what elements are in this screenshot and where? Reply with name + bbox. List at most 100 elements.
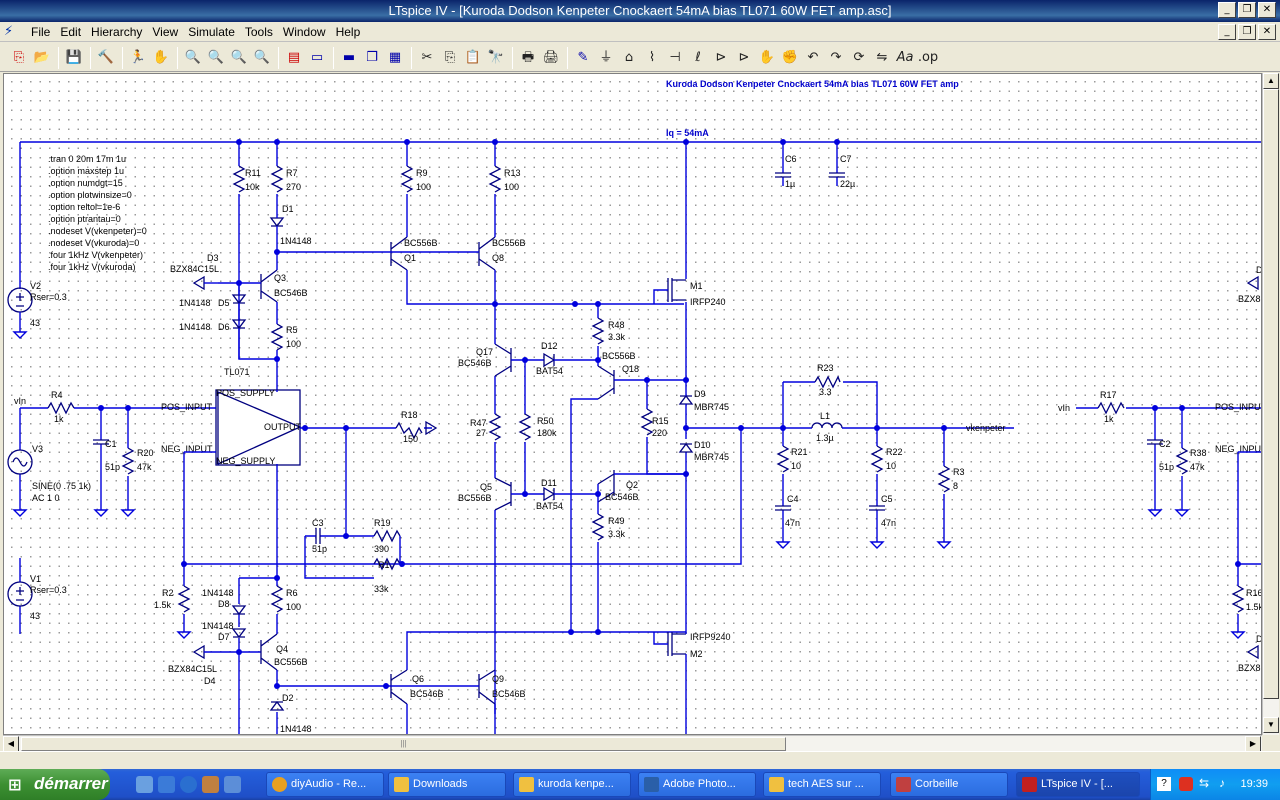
task-tech-aes[interactable]: tech AES sur ... [763, 772, 881, 797]
draw-wire-icon[interactable]: ✎ [577, 50, 589, 65]
zoom-pan-icon[interactable]: 🔍 [207, 50, 225, 65]
menu-hierarchy[interactable]: Hierarchy [91, 25, 143, 39]
tile-icon[interactable]: ▦ [388, 50, 402, 65]
ground-icon[interactable]: ⏚ [599, 50, 613, 65]
ie-icon[interactable] [180, 776, 197, 793]
volume-icon[interactable]: ♪ [1219, 776, 1225, 790]
restore-button[interactable]: ❐ [1238, 2, 1256, 18]
open-icon[interactable]: 📂 [33, 50, 51, 65]
cut-icon[interactable]: ✂ [421, 50, 433, 65]
svg-text:AC 1 0: AC 1 0 [32, 493, 60, 503]
task-ltspice[interactable]: LTspice IV - [... [1016, 772, 1140, 797]
label-net-icon[interactable]: ⌂ [624, 50, 634, 65]
svg-text:Q6: Q6 [412, 674, 424, 684]
clock[interactable]: 19:39 [1240, 778, 1268, 790]
resistor-icon[interactable]: ⌇ [648, 50, 656, 65]
run-icon[interactable]: 🏃 [129, 50, 147, 65]
task-photoshop[interactable]: Adobe Photo... [638, 772, 756, 797]
zoom-in-icon[interactable]: 🔍 [184, 50, 202, 65]
quicklaunch-more-icon[interactable] [224, 776, 241, 793]
start-button[interactable]: ⊞ démarrer [0, 769, 110, 800]
scroll-left-button[interactable]: ◀ [3, 736, 19, 752]
redo-icon[interactable]: ↷ [830, 50, 842, 65]
scroll-down-button[interactable]: ▼ [1263, 717, 1279, 733]
v3-source [7, 449, 33, 475]
text-icon[interactable]: Aa [896, 50, 914, 65]
zoom-fit-icon[interactable]: 🔍 [253, 50, 271, 65]
svg-text:100: 100 [416, 182, 431, 192]
cascade-icon[interactable]: ❐ [366, 50, 378, 65]
c7-capacitor [829, 172, 845, 178]
new-schematic-icon[interactable]: ⎘ [13, 50, 25, 65]
svg-text:1.5k: 1.5k [154, 600, 172, 610]
zoom-out-icon[interactable]: 🔍 [230, 50, 248, 65]
doc-restore-button[interactable]: ❐ [1238, 24, 1256, 40]
task-recycle-bin[interactable]: Corbeille [890, 772, 1008, 797]
minimize-button[interactable]: _ [1218, 2, 1236, 18]
mirror-icon[interactable]: ⇋ [876, 50, 888, 65]
print-setup-icon[interactable]: 🖶 [521, 50, 535, 65]
svg-text:47k: 47k [137, 462, 152, 472]
horizontal-scrollbar[interactable]: ◀ ||| ▶ [3, 735, 1262, 752]
doc-minimize-button[interactable]: _ [1218, 24, 1236, 40]
ltspice-app-icon[interactable]: ⚡ [4, 24, 14, 39]
task-diyaudio[interactable]: diyAudio - Re... [266, 772, 384, 797]
show-desktop-icon[interactable] [136, 776, 153, 793]
save-icon[interactable]: 💾 [65, 50, 83, 65]
task-downloads[interactable]: Downloads [388, 772, 506, 797]
find-icon[interactable]: 🔭 [487, 50, 505, 65]
menu-tools[interactable]: Tools [244, 25, 273, 39]
svg-text:1k: 1k [1104, 414, 1114, 424]
tl071-opamp [217, 391, 302, 466]
spice-directive-icon[interactable]: .op [917, 50, 939, 65]
schematic-canvas[interactable]: Kuroda Dodson Kenpeter Cnockaert 54mA bi… [3, 73, 1262, 735]
svg-text:100: 100 [286, 339, 301, 349]
waveform-autorange-icon[interactable]: ▤ [287, 50, 301, 65]
inductor-icon[interactable]: ℓ [695, 50, 701, 65]
menu-edit[interactable]: Edit [60, 25, 82, 39]
scroll-up-button[interactable]: ▲ [1263, 73, 1279, 89]
quicklaunch-icon[interactable] [202, 776, 219, 793]
halt-icon[interactable]: ✋ [152, 50, 170, 65]
r48-resistor [591, 317, 605, 345]
title-bar: LTspice IV - [Kuroda Dodson Kenpeter Cno… [0, 0, 1280, 22]
diode-icon[interactable]: ⊳ [715, 50, 727, 65]
c4-capacitor [775, 505, 791, 511]
q17-transistor [494, 343, 512, 377]
close-button[interactable]: ✕ [1258, 2, 1276, 18]
component-icon[interactable]: ⊳ [738, 50, 750, 65]
scroll-right-button[interactable]: ▶ [1245, 736, 1261, 752]
explorer-icon[interactable] [158, 776, 175, 793]
ltspice-icon [1022, 777, 1037, 792]
svg-text:V2: V2 [30, 281, 41, 291]
move-icon[interactable]: ✋ [758, 50, 776, 65]
network-icon[interactable]: ⇆ [1199, 776, 1210, 790]
menu-view[interactable]: View [152, 25, 179, 39]
menu-file[interactable]: File [31, 25, 51, 39]
capacitor-icon[interactable]: ⊣ [669, 50, 681, 65]
svg-text:1N4148: 1N4148 [179, 298, 211, 308]
doc-close-button[interactable]: ✕ [1258, 24, 1276, 40]
horizontal-scroll-thumb[interactable]: ||| [21, 737, 786, 751]
tray-app-icon[interactable] [1179, 777, 1193, 791]
menu-window[interactable]: Window [282, 25, 326, 39]
print-icon[interactable]: 🖨 [542, 50, 560, 65]
help-icon[interactable]: ? [1157, 777, 1171, 791]
undo-icon[interactable]: ↶ [807, 50, 819, 65]
vertical-scrollbar[interactable]: ▲ ▼ [1262, 73, 1279, 735]
c1-capacitor [93, 439, 109, 445]
menu-simulate[interactable]: Simulate [188, 25, 235, 39]
vertical-scroll-thumb[interactable] [1263, 89, 1279, 699]
tile-vertical-icon[interactable]: ▬ [342, 50, 356, 65]
svg-text:8: 8 [953, 481, 958, 491]
drag-icon[interactable]: ✊ [781, 50, 799, 65]
svg-text:BAT54: BAT54 [536, 501, 563, 511]
menu-help[interactable]: Help [335, 25, 361, 39]
rotate-icon[interactable]: ⟳ [853, 50, 865, 65]
tile-horizontal-icon[interactable]: ▭ [310, 50, 324, 65]
control-panel-icon[interactable]: 🔨 [97, 50, 115, 65]
svg-text:BZX84C15L: BZX84C15L [170, 264, 219, 274]
copy-icon[interactable]: ⎘ [444, 50, 456, 65]
task-kuroda-folder[interactable]: kuroda kenpe... [513, 772, 631, 797]
paste-icon[interactable]: 📋 [464, 50, 482, 65]
